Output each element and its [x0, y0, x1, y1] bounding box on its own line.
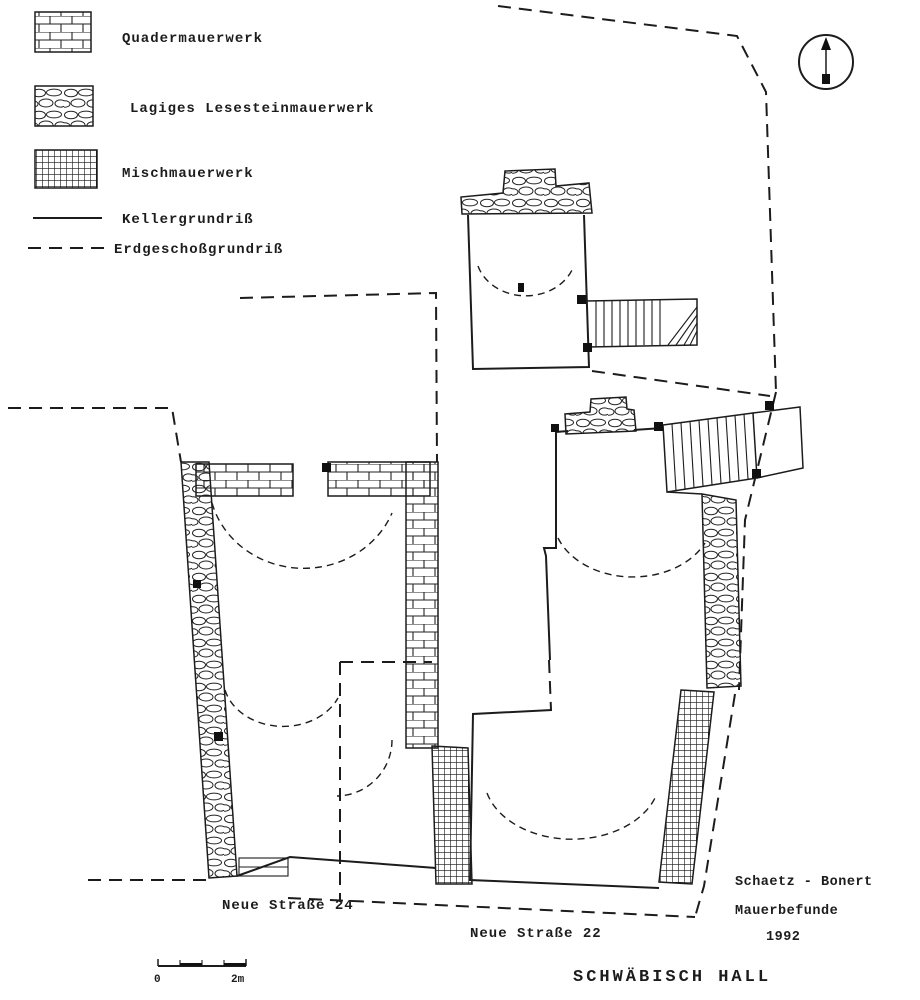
- vault-arcs: [211, 265, 706, 840]
- b22-stair: [662, 406, 804, 493]
- b22-south-wall: [468, 709, 660, 889]
- scale-bar: 0 2m: [154, 959, 247, 986]
- post-marker: [518, 283, 524, 292]
- legend-label-quadermauerwerk: Quadermauerwerk: [122, 31, 263, 47]
- legend-label-mischmauerwerk: Mischmauerwerk: [122, 166, 254, 182]
- b22-stair-treads: [671, 413, 749, 492]
- wall-junction-marker: [765, 401, 774, 410]
- street-label-22: Neue Straße 22: [470, 926, 602, 942]
- scale-zero-label: 0: [154, 974, 161, 986]
- b24-top-brick-wall-west: [195, 463, 294, 497]
- b24-right-brick-wall: [405, 461, 439, 749]
- legend-item-erdgeschossgrundriss: Erdgeschoßgrundriß: [28, 242, 283, 258]
- north-arrowhead-icon: [821, 37, 831, 50]
- wall-junction-marker: [583, 343, 592, 352]
- legend-label-kellergrundriss: Kellergrundriß: [122, 212, 254, 228]
- b22-mixed-masonry-wall: [658, 689, 715, 885]
- b22-wall-connector: [666, 491, 703, 495]
- wall-junction-marker: [322, 463, 331, 472]
- wall-junction-marker: [214, 732, 223, 741]
- upper-stair-treads: [595, 299, 661, 347]
- legend-item-kellergrundriss: Kellergrundriß: [33, 212, 254, 228]
- north-arrow: [798, 34, 854, 90]
- legend-swatch-mischmauerwerk: [34, 149, 98, 189]
- b22-west-wall: [542, 432, 557, 661]
- legend-label-erdgeschossgrundriss: Erdgeschoßgrundriß: [114, 242, 283, 258]
- building-neue-strasse-22: [468, 396, 804, 889]
- ground-floor-dashed-outline: [8, 5, 777, 918]
- b24-mixed-masonry-wall: [431, 745, 473, 885]
- upper-cellar-outline: [467, 214, 591, 371]
- north-circle: [798, 34, 854, 90]
- legend-item-lesesteinmauerwerk: Lagiges Lesesteinmauerwerk: [34, 85, 374, 127]
- legend: Quadermauerwerk Lagiges Lesesteinmauerwe…: [28, 11, 374, 258]
- upper-cellar: [460, 168, 698, 371]
- building-neue-strasse-24: [180, 461, 473, 885]
- city-title: SCHWÄBISCH HALL: [573, 967, 771, 987]
- title-block: Schaetz - Bonert Mauerbefunde 1992: [735, 875, 873, 945]
- scale-max-label: 2m: [231, 974, 245, 986]
- b24-south-wall: [236, 855, 437, 877]
- wall-junction-marker: [551, 424, 559, 432]
- wall-junction-marker: [654, 422, 663, 431]
- subject-label: Mauerbefunde: [735, 904, 838, 919]
- year-label: 1992: [766, 930, 800, 945]
- authors-label: Schaetz - Bonert: [735, 875, 873, 890]
- b22-top-stone-wall: [564, 396, 637, 435]
- legend-item-mischmauerwerk: Mischmauerwerk: [34, 149, 254, 189]
- b24-left-stone-wall: [180, 461, 238, 879]
- b22-right-stone-wall: [701, 493, 742, 689]
- wall-junction-marker: [577, 295, 586, 304]
- wall-junction-marker: [193, 580, 201, 588]
- legend-item-quadermauerwerk: Quadermauerwerk: [34, 11, 263, 53]
- upper-cellar-stone-wall: [460, 168, 593, 215]
- street-label-24: Neue Straße 24: [222, 898, 354, 914]
- wall-junction-marker: [752, 469, 761, 478]
- b22-stair-landing: [752, 406, 804, 479]
- north-base: [822, 74, 830, 84]
- legend-swatch-lesesteinmauerwerk: [34, 85, 94, 127]
- legend-swatch-quadermauerwerk: [34, 11, 92, 53]
- legend-label-lesesteinmauerwerk: Lagiges Lesesteinmauerwerk: [130, 101, 374, 117]
- upper-stair: [585, 298, 698, 348]
- upper-stair-winders: [667, 306, 698, 346]
